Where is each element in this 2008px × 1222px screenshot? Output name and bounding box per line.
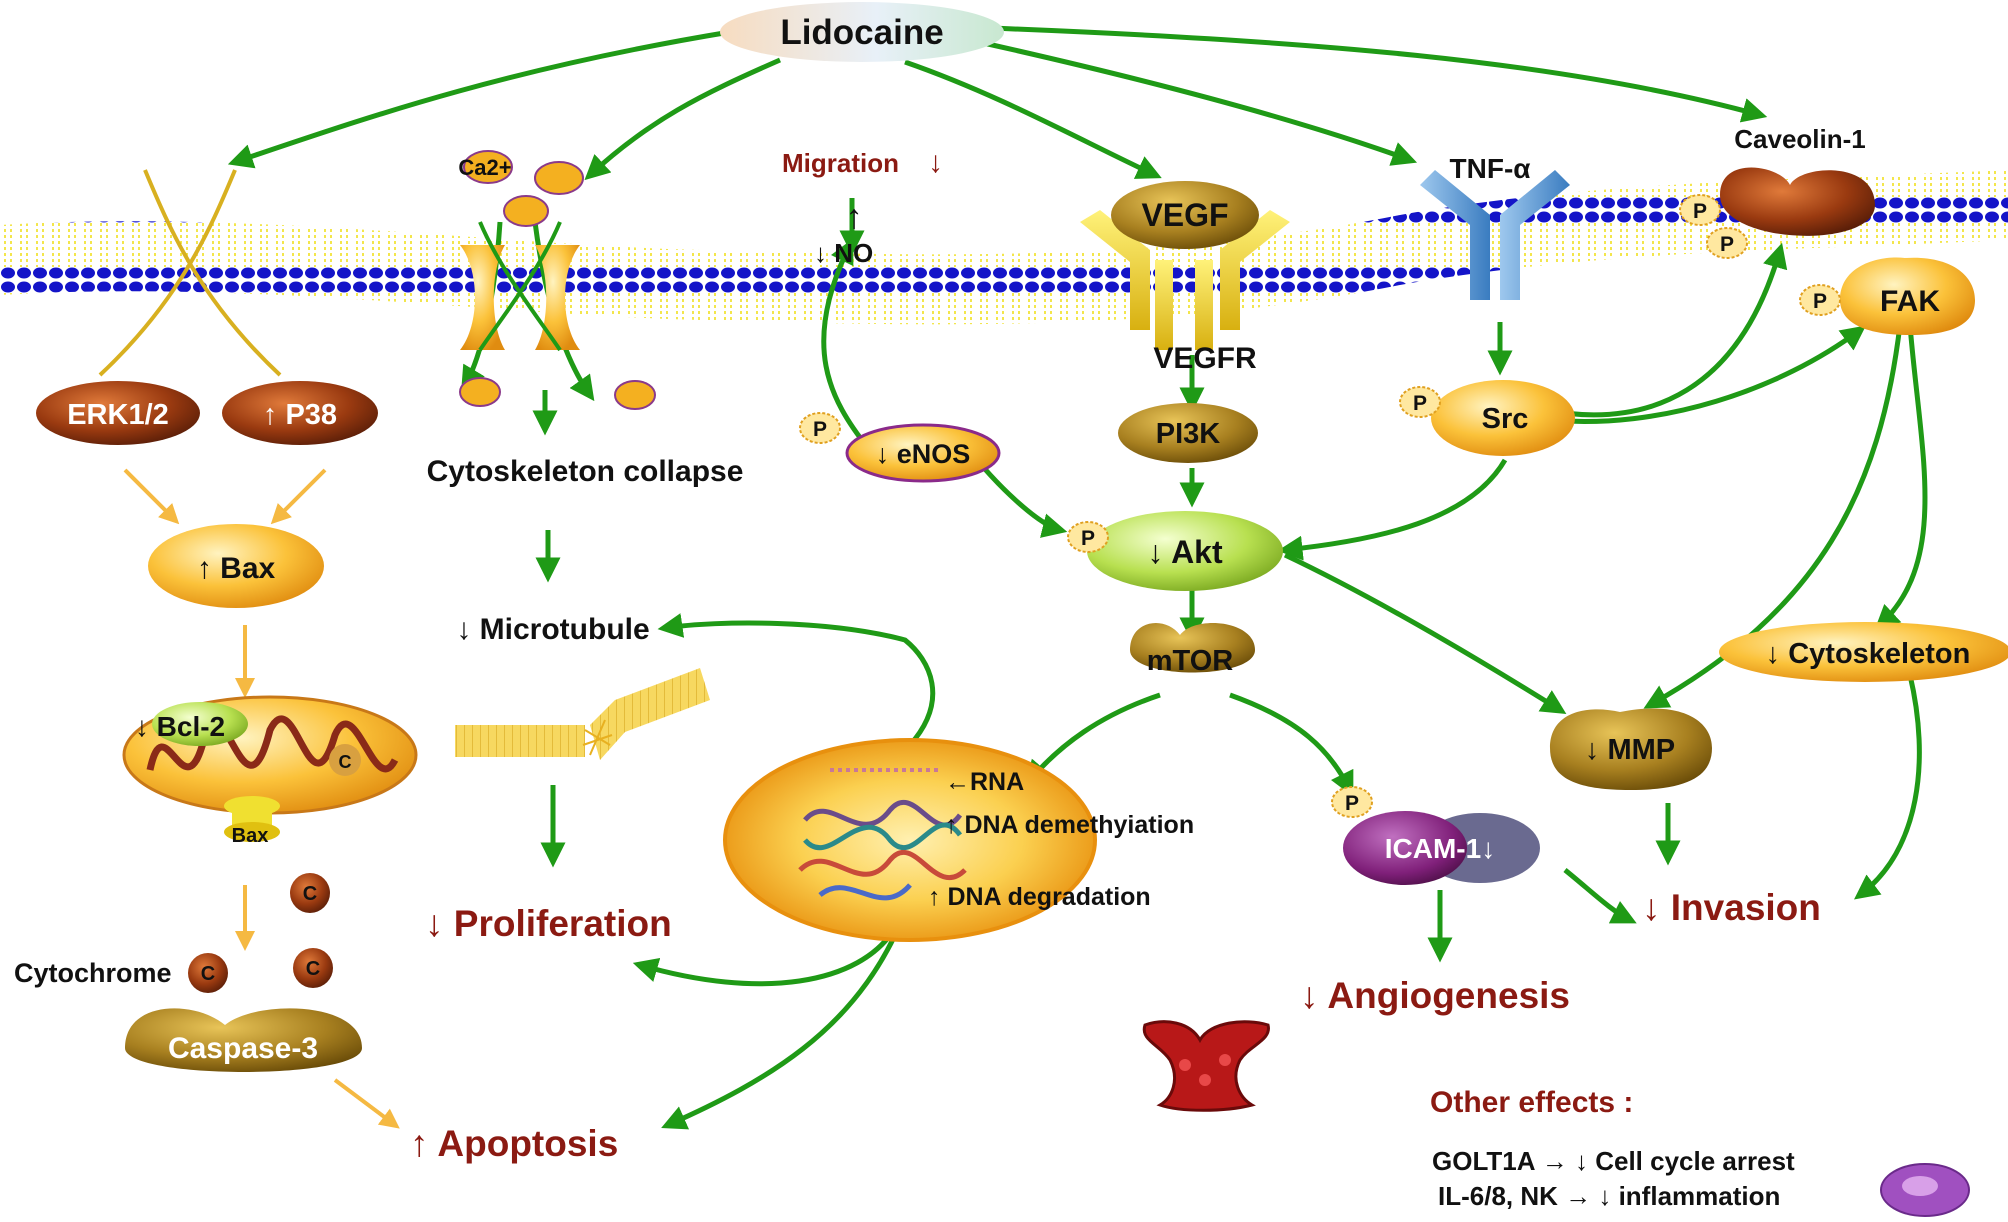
immune-cell-icon — [1880, 1163, 1970, 1217]
cyt-c-1: C — [303, 883, 317, 905]
icam-label: ICAM-1↓ — [1385, 833, 1495, 864]
akt-label: ↓ Akt — [1147, 534, 1223, 570]
bax-pore-label: Bax — [232, 825, 269, 847]
src-node: Src — [1431, 380, 1575, 456]
cytoskeleton-node: ↓ Cytoskeleton — [1719, 622, 2008, 682]
p38-label: ↑ P38 — [263, 399, 337, 431]
vegfr-label: VEGFR — [1153, 342, 1257, 375]
svg-text:P: P — [1813, 290, 1827, 313]
cytoskeleton-collapse-label: Cytoskeleton collapse — [427, 455, 744, 488]
demethylation-label: ↑ DNA demethyiation — [945, 811, 1194, 839]
blood-vessel-icon — [1142, 1020, 1270, 1112]
cyt-c-3: C — [201, 963, 215, 985]
tnf-receptor — [1420, 170, 1570, 300]
svg-text:P: P — [1081, 527, 1095, 550]
erk-node: ERK1/2 — [36, 381, 200, 445]
cytochrome-c-dots: C C C — [188, 873, 333, 993]
vegf-label: VEGF — [1141, 197, 1228, 233]
migration-up-arrow: ↑ — [846, 198, 863, 236]
phospho-akt: P — [1067, 521, 1109, 553]
mtor-label: mTOR — [1147, 645, 1234, 677]
svg-text:P: P — [1720, 233, 1734, 256]
fak-label: FAK — [1880, 285, 1940, 318]
ca-label: Ca2+ — [458, 155, 511, 180]
lidocaine-label: Lidocaine — [780, 13, 943, 52]
bax-label: ↑ Bax — [197, 552, 276, 585]
phospho-badges: P P P P P P P — [799, 194, 1841, 818]
src-label: Src — [1482, 403, 1529, 435]
orange-arrows — [123, 468, 400, 1129]
bax-node: ↑ Bax — [148, 524, 324, 608]
akt-node: ↓ Akt — [1087, 511, 1283, 591]
other-effects-line-1: GOLT1A → ↓ Cell cycle arrest — [1432, 1146, 1795, 1176]
microtubule-label: ↓ Microtubule — [456, 613, 649, 646]
tnf-label: TNF-α — [1450, 153, 1531, 184]
phospho-enos: P — [799, 412, 841, 444]
vegfr-receptor — [1080, 210, 1290, 350]
pi3k-node: PI3K — [1118, 403, 1258, 463]
mtor-node: mTOR — [1130, 623, 1255, 677]
svg-text:P: P — [1345, 792, 1359, 815]
angiogenesis-outcome: ↓ Angiogenesis — [1300, 975, 1570, 1016]
nucleus: ←RNA ↑ DNA demethyiation ↑ DNA degradati… — [723, 738, 1194, 942]
degradation-label: ↑ DNA degradation — [928, 883, 1151, 911]
erk-label: ERK1/2 — [67, 399, 169, 431]
cell-membrane — [0, 170, 2008, 325]
phospho-fak: P — [1799, 284, 1841, 316]
migration-arrow: ↓ — [928, 146, 943, 179]
cyt-c-2: C — [306, 958, 320, 980]
lidocaine-node: Lidocaine — [720, 2, 1004, 62]
icam-node: ICAM-1↓ — [1343, 811, 1540, 885]
p38-node: ↑ P38 — [222, 381, 378, 445]
pi3k-label: PI3K — [1156, 418, 1221, 450]
calcium-channel — [460, 221, 580, 352]
enos-node: ↓ eNOS — [845, 423, 1001, 483]
svg-text:P: P — [1413, 392, 1427, 415]
svg-text:P: P — [1693, 200, 1707, 223]
phospho-caveolin-1: P — [1679, 194, 1721, 226]
cytoskeleton-label: ↓ Cytoskeleton — [1766, 638, 1971, 670]
enos-label: ↓ eNOS — [876, 439, 971, 469]
caveolin-label: Caveolin-1 — [1734, 124, 1866, 154]
invasion-outcome: ↓ Invasion — [1642, 887, 1821, 928]
proliferation-outcome: ↓ Proliferation — [425, 903, 672, 944]
mmp-label: ↓ MMP — [1585, 734, 1675, 766]
rna-label: ←RNA — [945, 768, 1024, 796]
fak-node: FAK — [1840, 257, 1975, 335]
cytochrome-label: Cytochrome — [14, 958, 172, 988]
migration-label: Migration — [782, 148, 899, 178]
vegf-node: VEGF — [1111, 181, 1259, 249]
other-effects-heading: Other effects : — [1430, 1086, 1633, 1119]
phospho-src: P — [1399, 386, 1441, 418]
bcl2-label: ↓ Bcl-2 — [135, 711, 225, 742]
apoptosis-outcome: ↑ Apoptosis — [410, 1123, 618, 1164]
mitochondrion: ↓ Bcl-2 C Bax — [122, 695, 418, 847]
phospho-icam: P — [1331, 786, 1373, 818]
phospho-caveolin-2: P — [1706, 227, 1748, 259]
mmp-node: ↓ MMP — [1550, 708, 1712, 790]
broken-microtubule — [455, 668, 710, 760]
other-effects-line-2: IL-6/8, NK → ↓ inflammation — [1438, 1181, 1780, 1211]
calcium-ions: Ca2+ — [458, 150, 656, 410]
caspase-node: Caspase-3 — [125, 1008, 362, 1072]
caveolin-node — [1720, 167, 1875, 236]
erk-channel — [98, 169, 282, 377]
caspase-label: Caspase-3 — [168, 1032, 318, 1065]
mito-cyt-c-label: C — [339, 752, 352, 772]
no-label: ↓ NO — [814, 238, 873, 268]
svg-text:P: P — [813, 418, 827, 441]
